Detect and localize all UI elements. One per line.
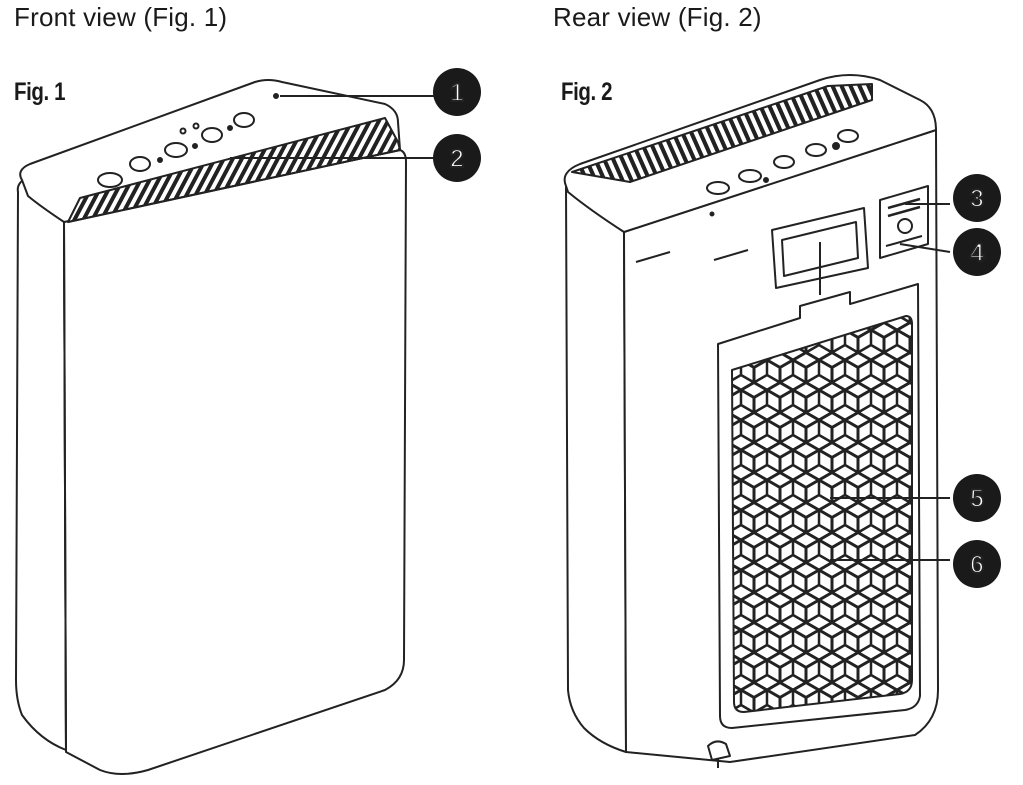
front-side-panel: [15, 175, 67, 751]
svg-text:6: 6: [970, 551, 984, 579]
power-cable: [707, 740, 731, 761]
callout-2: 2: [433, 134, 481, 182]
front-purifier: [15, 79, 407, 775]
svg-text:4: 4: [970, 239, 984, 267]
rear-top-plate: [563, 74, 937, 233]
callout-4: 4: [953, 228, 1001, 276]
rear-top-grille: [571, 83, 873, 183]
fig1-label: Fig. 1: [14, 78, 66, 106]
rear-filter-mesh: [731, 315, 913, 713]
svg-text:5: 5: [970, 485, 984, 513]
svg-text:1: 1: [450, 79, 464, 107]
callout-1: 1: [433, 68, 481, 116]
svg-text:2: 2: [450, 145, 464, 173]
rear-view-caption: Rear view (Fig. 2): [553, 2, 762, 32]
front-view-caption: Front view (Fig. 1): [14, 2, 228, 32]
front-body-panel: [63, 149, 407, 775]
callout-5: 5: [953, 474, 1001, 522]
callout-6: 6: [953, 540, 1001, 588]
fig2-label: Fig. 2: [561, 78, 613, 106]
svg-text:3: 3: [970, 185, 984, 213]
rear-side-panel: [565, 185, 627, 753]
callout-3: 3: [953, 174, 1001, 222]
front-control-buttons: [97, 93, 279, 188]
rear-control-buttons: [706, 129, 859, 217]
rear-purifier: [563, 74, 939, 768]
